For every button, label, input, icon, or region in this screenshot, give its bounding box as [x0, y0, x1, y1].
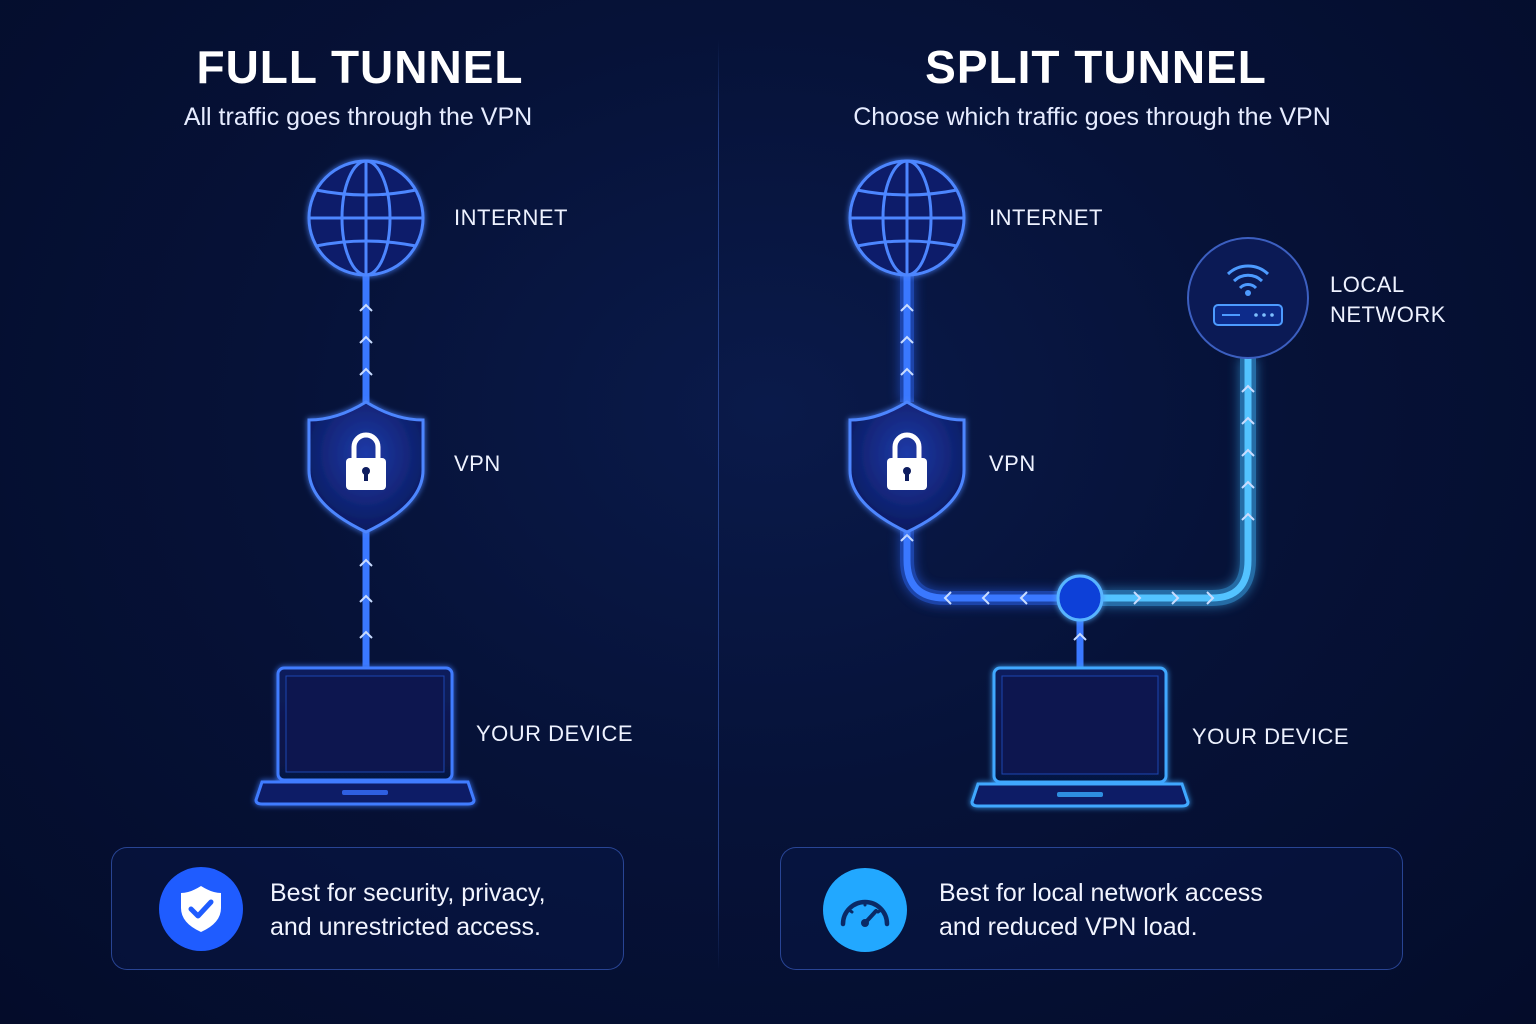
laptop-icon [970, 666, 1190, 808]
full-vpn-label: VPN [454, 451, 501, 476]
split-tunnel-note-card: Best for local network access and reduce… [780, 847, 1403, 970]
panel-divider [718, 40, 719, 970]
split-internet-label: INTERNET [989, 205, 1103, 230]
full-tunnel-subtitle: All traffic goes through the VPN [183, 103, 533, 131]
globe-icon [307, 159, 425, 277]
split-tunnel-title: SPLIT TUNNEL [925, 41, 1267, 93]
speedometer-icon [823, 868, 907, 952]
wifi-router-icon [1187, 237, 1309, 359]
split-local-network-label: LOCAL NETWORK [1330, 272, 1446, 327]
shield-lock-icon [848, 400, 966, 534]
laptop-icon [254, 666, 476, 806]
full-tunnel-note-card: Best for security, privacy, and unrestri… [111, 847, 624, 970]
full-device-label: YOUR DEVICE [476, 721, 634, 746]
globe-icon [848, 159, 966, 277]
shield-check-icon [159, 867, 243, 951]
full-internet-label: INTERNET [454, 205, 568, 230]
split-local-path [1100, 358, 1256, 606]
junction-node [1056, 574, 1104, 622]
split-tunnel-note: Best for local network access and reduce… [939, 879, 1263, 941]
split-device-label: YOUR DEVICE [1192, 724, 1350, 749]
split-arrows [900, 303, 1255, 641]
full-tunnel-note: Best for security, privacy, and unrestri… [270, 879, 546, 941]
shield-lock-icon [307, 400, 425, 534]
split-tunnel-subtitle: Choose which traffic goes through the VP… [853, 103, 1331, 131]
full-upward-arrows [359, 303, 373, 639]
full-tunnel-title: FULL TUNNEL [196, 41, 524, 93]
full-tunnel-path [359, 272, 373, 668]
split-vpn-label: VPN [989, 451, 1036, 476]
